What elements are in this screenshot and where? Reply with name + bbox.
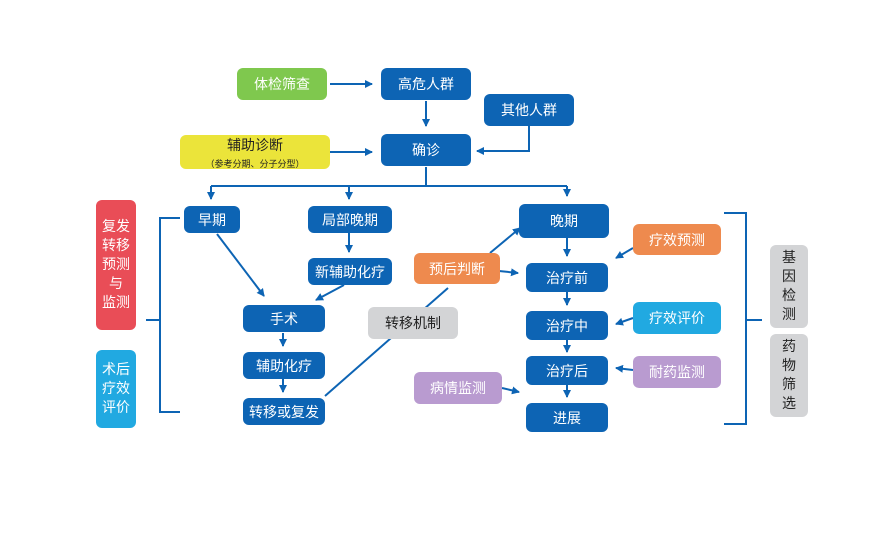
side-char: 基	[782, 249, 796, 266]
node-aux-diagnosis: 辅助诊断 （参考分期、分子分型）	[180, 135, 330, 170]
node-label: 体检筛查	[254, 77, 310, 93]
node-late: 晚期	[519, 204, 609, 238]
node-label: 疗效预测	[649, 232, 705, 249]
side-char: 检	[782, 287, 796, 304]
side-char: 筛	[782, 376, 796, 393]
side-char: 预测	[102, 256, 130, 273]
node-confirm: 确诊	[381, 134, 471, 166]
side-char: 药	[782, 338, 796, 355]
node-label: 辅助诊断	[227, 137, 283, 154]
left-bracket	[159, 217, 180, 413]
node-efficacy-prediction: 疗效预测	[633, 224, 721, 255]
node-label: 进展	[553, 410, 581, 427]
node-label: 耐药监测	[649, 365, 705, 381]
node-label: 确诊	[412, 143, 440, 159]
side-char: 评价	[102, 399, 130, 416]
right-bracket	[724, 212, 747, 425]
node-metastasis-recurrence: 转移或复发	[243, 398, 325, 425]
side-char: 术后	[102, 361, 130, 378]
arrow-other-to-confirm	[476, 126, 530, 155]
node-label: 高危人群	[398, 77, 454, 93]
node-after-treatment: 治疗后	[526, 356, 608, 385]
node-during-treatment: 治疗中	[526, 311, 608, 340]
node-label: 新辅助化疗	[315, 264, 385, 281]
side-char: 监测	[102, 294, 130, 311]
node-label: 早期	[198, 212, 226, 229]
node-label: 手术	[270, 311, 298, 328]
side-char: 测	[782, 306, 796, 323]
node-surgery: 手术	[243, 305, 325, 332]
node-metastasis-mechanism: 转移机制	[368, 307, 458, 339]
side-char: 选	[782, 395, 796, 412]
side-recurrence-prediction: 复发 转移 预测 与 监测	[96, 200, 136, 330]
side-char: 疗效	[102, 380, 130, 397]
node-early: 早期	[184, 206, 240, 233]
node-label: 转移或复发	[249, 404, 319, 421]
node-label: 病情监测	[430, 381, 486, 397]
node-efficacy-evaluation: 疗效评价	[633, 302, 721, 334]
node-adjuvant: 辅助化疗	[243, 352, 325, 379]
node-prognosis: 预后判断	[414, 253, 500, 284]
node-before-treatment: 治疗前	[526, 263, 608, 292]
node-label: 治疗前	[546, 270, 588, 287]
node-sublabel: （参考分期、分子分型）	[205, 159, 305, 170]
side-char: 因	[782, 268, 796, 285]
side-char: 与	[109, 275, 123, 292]
node-physical-exam: 体检筛查	[237, 68, 327, 100]
side-char: 物	[782, 357, 796, 374]
node-resistance-monitoring: 耐药监测	[633, 356, 721, 388]
node-progression: 进展	[526, 403, 608, 432]
node-locally-advanced: 局部晚期	[308, 206, 392, 233]
node-disease-monitoring: 病情监测	[414, 372, 502, 404]
side-gene-detection: 基 因 检 测	[770, 245, 808, 328]
side-drug-screening: 药 物 筛 选	[770, 334, 808, 417]
node-label: 辅助化疗	[256, 358, 312, 375]
node-other-population: 其他人群	[484, 94, 574, 126]
node-high-risk: 高危人群	[381, 68, 471, 100]
side-postop-evaluation: 术后 疗效 评价	[96, 350, 136, 428]
node-neoadjuvant: 新辅助化疗	[308, 258, 392, 285]
node-label: 晚期	[550, 214, 578, 230]
side-char: 复发	[102, 218, 130, 235]
node-label: 局部晚期	[322, 212, 378, 229]
node-label: 治疗后	[546, 363, 588, 380]
side-char: 转移	[102, 237, 130, 254]
node-label: 治疗中	[546, 318, 588, 335]
node-label: 预后判断	[429, 261, 485, 278]
node-label: 疗效评价	[649, 311, 705, 327]
node-label: 其他人群	[501, 103, 557, 119]
node-label: 转移机制	[385, 316, 441, 332]
